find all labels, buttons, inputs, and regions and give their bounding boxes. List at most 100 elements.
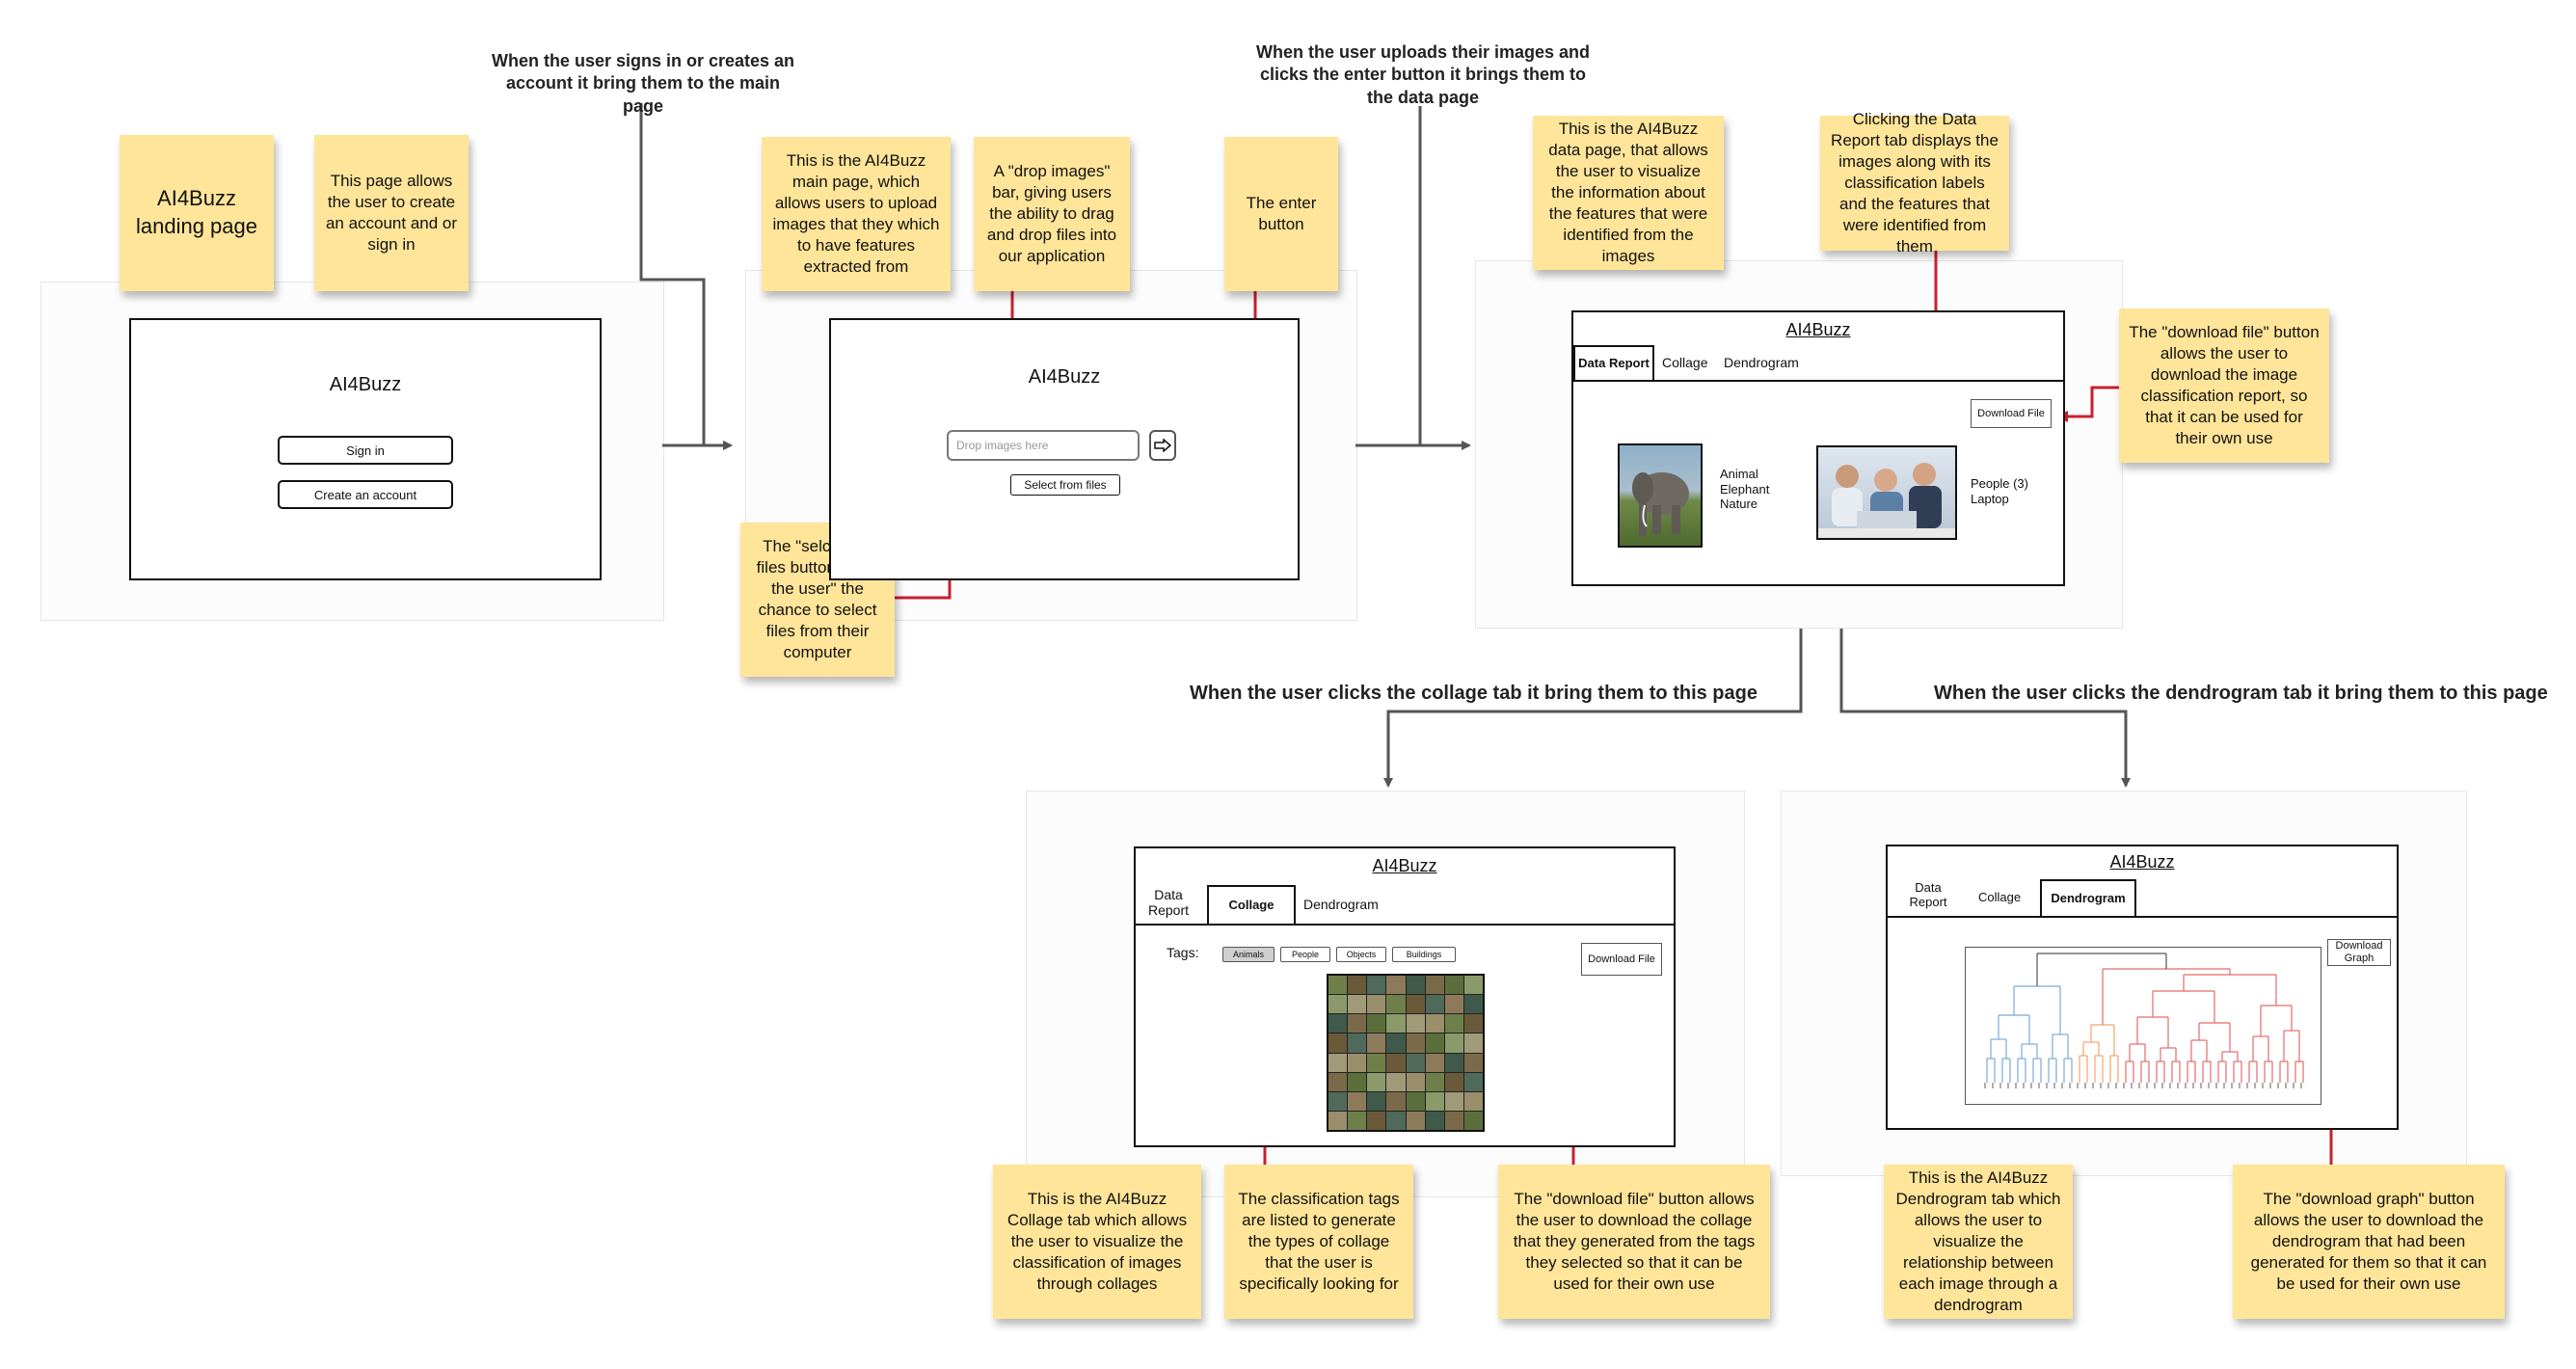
collage-tile — [1367, 1053, 1386, 1072]
collage-tile — [1328, 976, 1348, 995]
collage-tile — [1444, 976, 1463, 995]
drop-images-bar[interactable]: Drop images here — [947, 430, 1140, 461]
download-graph-button[interactable]: Download Graph — [2327, 939, 2391, 966]
caption-dendrogram: When the user clicks the dendrogram tab … — [1934, 683, 2548, 704]
tab-dendrogram[interactable]: Dendrogram — [1724, 355, 1799, 370]
tab-collage[interactable]: Collage — [1978, 890, 2022, 904]
note-data-download: The "download file" button allows the us… — [2119, 309, 2329, 463]
collage-tile — [1348, 1091, 1367, 1111]
collage-tile — [1463, 1111, 1483, 1130]
collage-tile — [1444, 1053, 1463, 1072]
tag-animals[interactable]: Animals — [1222, 947, 1275, 962]
app-title: AI4Buzz — [1785, 320, 1851, 339]
collage-tile — [1406, 1053, 1425, 1072]
collage-tile — [1444, 1111, 1463, 1130]
collage-tile — [1348, 1111, 1367, 1130]
note-landing-title: AI4Buzz landing page — [120, 135, 274, 291]
note-collage-tags: The classification tags are listed to ge… — [1224, 1165, 1413, 1319]
collage-tile — [1367, 1033, 1386, 1053]
caption-collage: When the user clicks the collage tab it … — [1190, 683, 1758, 704]
collage-tile — [1328, 1033, 1348, 1053]
collage-tile — [1328, 1053, 1348, 1072]
caption-signin: When the user signs in or creates an acc… — [491, 51, 795, 116]
app-title: AI4Buzz — [2109, 852, 2175, 872]
app-title: AI4Buzz — [329, 374, 402, 395]
note-landing-desc: This page allows the user to create an a… — [314, 135, 469, 291]
image2-labels: People (3) Laptop — [1971, 476, 2028, 506]
tags-label: Tags: — [1167, 945, 1199, 960]
note-data-tab: Clicking the Data Report tab displays th… — [1820, 110, 2009, 255]
collage-tile — [1386, 1111, 1406, 1130]
note-collage-download: The "download file" button allows the us… — [1498, 1165, 1770, 1319]
collage-tile — [1367, 1072, 1386, 1091]
collage-tile — [1425, 1072, 1444, 1091]
app-title: AI4Buzz — [1028, 366, 1101, 388]
note-collage-desc: This is the AI4Buzz Collage tab which al… — [993, 1165, 1201, 1319]
tab-collage[interactable]: Collage — [1662, 355, 1708, 370]
collage-tile — [1444, 1091, 1463, 1111]
collage-tile — [1425, 995, 1444, 1014]
tab-collage[interactable]: Collage — [1207, 885, 1296, 926]
collage-tile — [1444, 1072, 1463, 1091]
sign-in-button[interactable]: Sign in — [278, 436, 453, 465]
tab-data-report[interactable]: Data Report — [1909, 880, 1947, 909]
collage-tile — [1367, 976, 1386, 995]
collage-tile — [1406, 976, 1425, 995]
collage-tile — [1406, 995, 1425, 1014]
select-files-button[interactable]: Select from files — [1010, 474, 1120, 496]
collage-tile — [1463, 1091, 1483, 1111]
collage-tile — [1406, 1033, 1425, 1053]
collage-tile — [1463, 1014, 1483, 1033]
collage-tile — [1328, 1091, 1348, 1111]
collage-tile — [1386, 1072, 1406, 1091]
dendrogram-chart — [1965, 947, 2321, 1105]
collage-tile — [1328, 1014, 1348, 1033]
flow-arrow-collage — [1383, 629, 1803, 788]
download-file-button[interactable]: Download File — [1971, 399, 2052, 428]
collage-tile — [1463, 976, 1483, 995]
data-mockup: AI4Buzz Data Report Collage Dendrogram D… — [1571, 310, 2065, 586]
collage-tile — [1348, 1053, 1367, 1072]
collage-tile — [1425, 1014, 1444, 1033]
caption-upload: When the user uploads their images and c… — [1255, 42, 1591, 107]
collage-tile — [1406, 1091, 1425, 1111]
collage-tile — [1425, 1091, 1444, 1111]
collage-tile — [1463, 995, 1483, 1014]
enter-button[interactable] — [1149, 430, 1176, 461]
collage-tile — [1367, 995, 1386, 1014]
collage-tile — [1328, 1111, 1348, 1130]
collage-tile — [1444, 1014, 1463, 1033]
collage-tile — [1444, 1033, 1463, 1053]
label-elephant: Elephant — [1720, 481, 1770, 497]
collage-tile — [1386, 1091, 1406, 1111]
tab-data-report[interactable]: Data Report — [1147, 887, 1190, 919]
collage-tile — [1425, 1111, 1444, 1130]
note-dendrogram-desc: This is the AI4Buzz Dendrogram tab which… — [1884, 1165, 2073, 1319]
collage-tile — [1406, 1111, 1425, 1130]
label-people: People (3) — [1971, 476, 2028, 491]
tab-dendrogram[interactable]: Dendrogram — [1303, 897, 1379, 912]
collage-tile — [1463, 1072, 1483, 1091]
create-account-button[interactable]: Create an account — [278, 480, 453, 509]
collage-tile — [1348, 1033, 1367, 1053]
note-data-desc: This is the AI4Buzz data page, that allo… — [1533, 116, 1724, 270]
download-file-button[interactable]: Download File — [1581, 943, 1662, 976]
tab-data-report[interactable]: Data Report — [1573, 345, 1654, 382]
dendrogram-mockup: AI4Buzz Data Report Collage Dendrogram D… — [1886, 845, 2399, 1130]
collage-tile — [1367, 1091, 1386, 1111]
collage-tile — [1463, 1033, 1483, 1053]
landing-mockup: AI4Buzz Sign in Create an account — [129, 318, 602, 580]
app-title: AI4Buzz — [1372, 856, 1437, 875]
tab-dendrogram[interactable]: Dendrogram — [2040, 879, 2136, 918]
collage-tile — [1425, 1053, 1444, 1072]
tab-bar-divider — [1136, 924, 1674, 926]
flow-arrow-upload — [1355, 106, 1471, 450]
note-enter-button: The enter button — [1224, 137, 1338, 291]
label-nature: Nature — [1720, 497, 1758, 512]
flow-arrow-dendrogram — [1839, 629, 2131, 788]
tag-objects[interactable]: Objects — [1336, 947, 1386, 962]
collage-tile — [1386, 995, 1406, 1014]
tag-buildings[interactable]: Buildings — [1392, 947, 1456, 962]
tag-people[interactable]: People — [1280, 947, 1330, 962]
dendrogram-plot — [1984, 953, 2304, 1088]
